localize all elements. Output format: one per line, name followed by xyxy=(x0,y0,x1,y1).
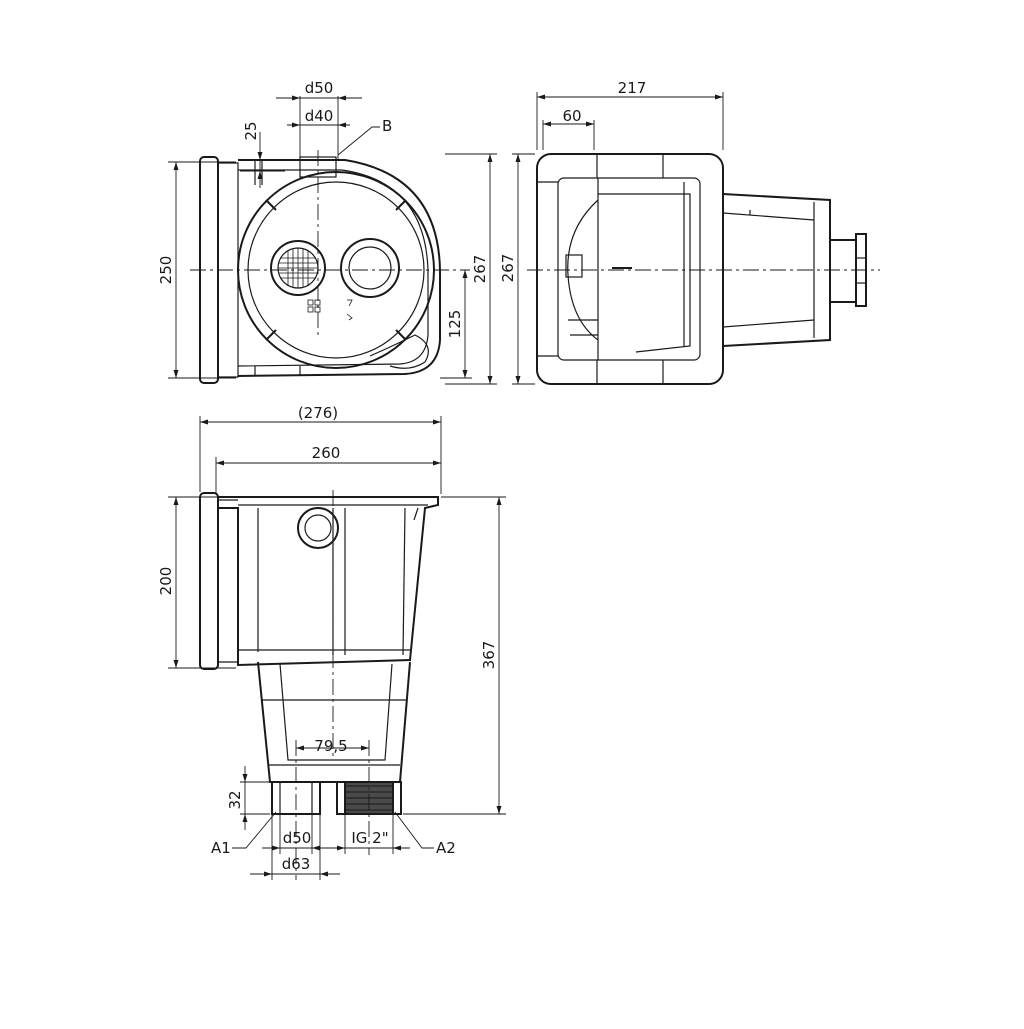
front-a2-label: A2 xyxy=(436,839,456,857)
side-view: 217 60 267 xyxy=(499,79,880,385)
front-view: (276) 260 200 367 79,5 32 d50 xyxy=(157,404,506,880)
front-200-label: 200 xyxy=(157,567,175,596)
side-frame-outer xyxy=(536,153,724,385)
side-weir-door xyxy=(598,193,691,353)
top-b-label: B xyxy=(382,117,392,135)
side-fitting xyxy=(829,239,857,303)
front-upper-body xyxy=(218,496,439,667)
suction-port-inner xyxy=(348,246,392,290)
top-d50-label: d50 xyxy=(305,79,334,97)
top-bulge xyxy=(369,334,429,369)
top-250-label: 250 xyxy=(157,256,175,285)
suction-port-outer xyxy=(340,238,400,298)
front-367-label: 367 xyxy=(480,641,498,670)
front-lower-body xyxy=(257,661,411,783)
front-port-outer xyxy=(297,507,339,549)
a2-leader xyxy=(394,811,434,849)
front-260-label: 260 xyxy=(312,444,341,462)
front-lower-inner xyxy=(279,663,393,761)
top-housing-outline xyxy=(237,159,441,377)
basket-tab xyxy=(265,329,277,341)
basket-tab xyxy=(395,329,407,341)
side-60-label: 60 xyxy=(562,107,581,125)
strainer-grid xyxy=(278,248,318,288)
small-markings xyxy=(307,299,353,321)
side-weir-curve xyxy=(567,199,599,341)
side-latch xyxy=(565,254,583,278)
basket-tab xyxy=(395,199,407,211)
front-flange xyxy=(199,492,219,670)
side-217-label: 217 xyxy=(618,79,647,97)
top-d40-label: d40 xyxy=(305,107,334,125)
a1-leader xyxy=(232,811,277,849)
top-125-label: 125 xyxy=(446,310,464,339)
top-b-leader xyxy=(337,126,380,156)
front-d63-label: d63 xyxy=(282,855,311,873)
front-32-label: 32 xyxy=(226,790,244,809)
basket-tab xyxy=(265,199,277,211)
side-267-label: 267 xyxy=(499,254,517,283)
top-267-label: 267 xyxy=(471,255,489,284)
front-port-inner xyxy=(304,514,332,542)
strainer-port-outer xyxy=(270,240,326,296)
front-79-5-label: 79,5 xyxy=(314,737,347,755)
front-a1-label: A1 xyxy=(211,839,231,857)
side-pipe-lines xyxy=(722,202,815,338)
top-25-label: 25 xyxy=(242,121,260,140)
front-ig-label: IG 2" xyxy=(351,829,388,847)
top-view: d50 d40 B 25 250 125 267 xyxy=(157,79,497,385)
side-frame-ribs xyxy=(537,154,664,384)
front-d50-label: d50 xyxy=(283,829,312,847)
side-frame-inner xyxy=(557,177,701,361)
front-276-label: (276) xyxy=(298,404,338,422)
